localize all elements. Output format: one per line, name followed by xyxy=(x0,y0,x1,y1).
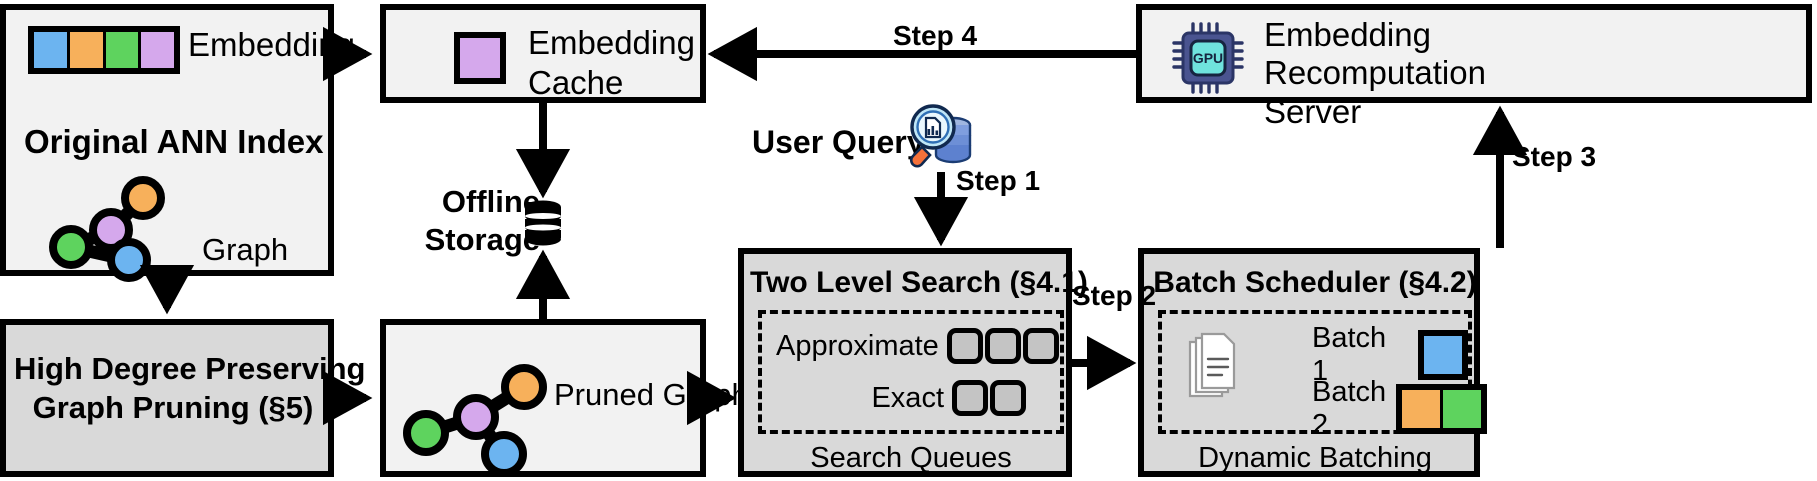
embedding-chip-purple xyxy=(454,32,506,84)
step-3-label: Step 3 xyxy=(1512,141,1597,172)
batch-chip-green xyxy=(1443,390,1482,428)
batch-label-2: Batch 2 xyxy=(1312,376,1387,441)
node-orange xyxy=(501,364,547,410)
queue-cell xyxy=(984,328,1021,364)
embedding-cache-line2: Cache xyxy=(528,64,624,102)
recomputation-server-line3: Server xyxy=(1264,92,1362,130)
node-blue xyxy=(107,238,151,282)
queue-cell xyxy=(946,328,983,364)
batch-label-1: Batch 1 xyxy=(1312,322,1387,387)
queue-row-approximate: Approximate xyxy=(776,328,1059,364)
ann-graph-illustration xyxy=(49,176,165,282)
two-level-search-box: Two Level Search (§4.1) Approximate Exac… xyxy=(738,248,1088,477)
graph-label: Graph xyxy=(202,232,289,267)
step-4-label: Step 4 xyxy=(893,20,978,51)
embedding-cell-purple xyxy=(141,32,174,68)
user-query-label: User Query xyxy=(752,124,925,160)
embedding-cell-orange xyxy=(69,32,106,68)
two-level-search-title: Two Level Search (§4.1) xyxy=(750,266,1088,299)
embedding-cache-line1: Embedding xyxy=(528,24,695,61)
queue-cell xyxy=(1022,328,1059,364)
node-green xyxy=(403,410,449,456)
queue-label-approximate: Approximate xyxy=(776,329,939,362)
batch-chips-1 xyxy=(1418,330,1468,380)
document-chart xyxy=(924,116,942,139)
embedding-cell-green xyxy=(105,32,142,68)
step-2-label: Step 2 xyxy=(1072,280,1157,311)
recomputation-server-line1: Embedding xyxy=(1264,16,1431,53)
queue-cells-exact xyxy=(952,380,1028,416)
queue-cell xyxy=(952,380,988,416)
original-ann-index-box: Embedding Original ANN Index Graph xyxy=(0,4,355,282)
graph-pruning-line2: Graph Pruning (§5) xyxy=(32,389,314,425)
search-queues-footer: Search Queues xyxy=(810,442,1012,474)
recomputation-server-line2: Recomputation xyxy=(1264,54,1486,92)
embedding-cell-blue xyxy=(34,32,70,68)
pruned-graph-box: Pruned Graph xyxy=(380,319,749,477)
offline-storage-line2: Storage xyxy=(424,221,540,257)
queue-row-exact: Exact xyxy=(776,380,1054,416)
queue-cells-approximate xyxy=(946,328,1061,364)
queue-label-exact: Exact xyxy=(871,381,944,414)
node-purple xyxy=(453,394,499,440)
gpu-icon-text: GPU xyxy=(1193,50,1223,66)
dynamic-batching-footer: Dynamic Batching xyxy=(1198,442,1432,474)
batch-chip-blue xyxy=(1424,336,1462,374)
documents-stack-icon xyxy=(1188,332,1236,398)
dynamic-batching-group: Batch 1 Batch 2 xyxy=(1158,310,1488,441)
search-queues-group: Approximate Exact xyxy=(758,310,1064,434)
batch-chips-2 xyxy=(1396,384,1488,434)
embedding-vector-strip xyxy=(28,26,180,74)
node-orange xyxy=(121,176,165,220)
batch-scheduler-title: Batch Scheduler (§4.2) xyxy=(1153,266,1477,299)
pruned-graph-illustration xyxy=(403,364,547,477)
queue-cell xyxy=(990,380,1026,416)
batch-scheduler-box: Batch Scheduler (§4.2) Batch 1 xyxy=(1138,248,1488,477)
gpu-chip-icon: GPU xyxy=(1172,22,1244,94)
query-magnifier-database-icon xyxy=(910,104,972,168)
node-blue xyxy=(481,431,527,477)
batch-row-1: Batch 1 xyxy=(1312,322,1468,388)
database-cylinder-icon xyxy=(525,200,561,246)
graph-pruning-line1: High Degree Preserving xyxy=(14,351,366,386)
node-green xyxy=(49,225,93,269)
original-ann-index-title: Original ANN Index xyxy=(24,123,324,160)
step-1-label: Step 1 xyxy=(956,165,1041,196)
batch-chip-orange xyxy=(1402,390,1444,428)
batch-row-2: Batch 2 xyxy=(1312,376,1488,442)
magnifier xyxy=(910,104,956,168)
